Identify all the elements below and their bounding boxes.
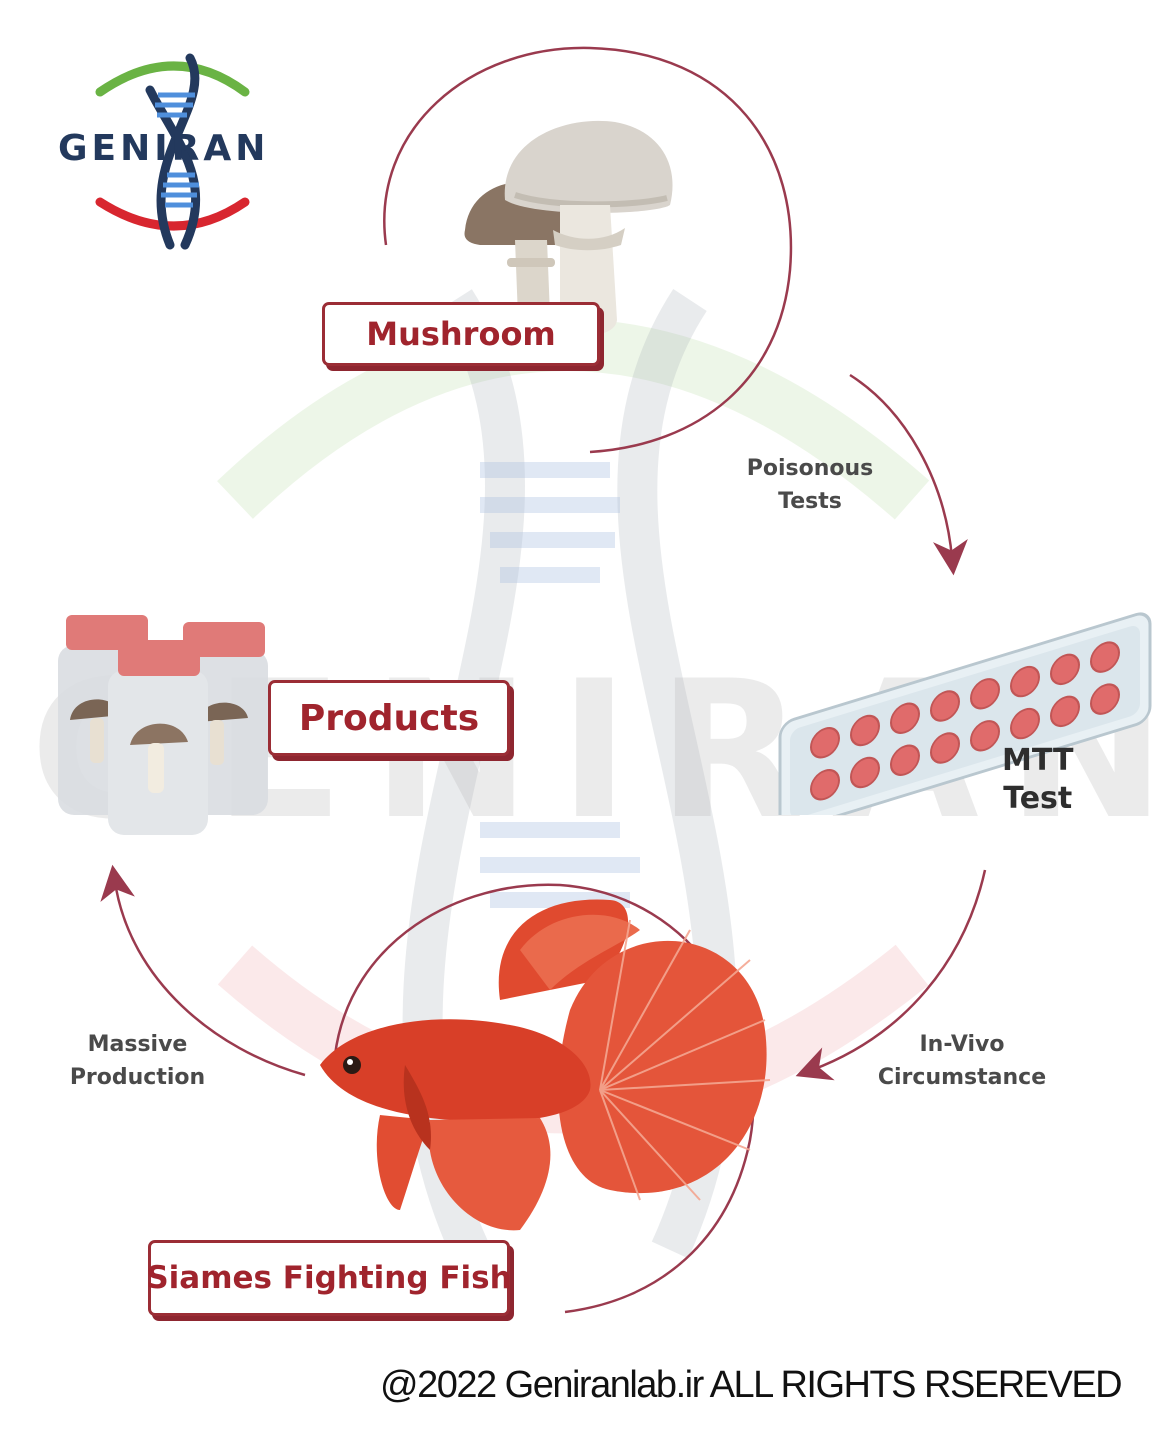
poisonous-tests-arrow [849, 373, 968, 576]
mushroom-circle-arrow [383, 46, 793, 454]
massive-production-label: Massive Production [55, 1028, 220, 1094]
mtt-label-line-1: MTT [1002, 743, 1074, 778]
in-vivo-line-2: Circumstance [877, 1065, 1047, 1090]
massive-production-arrow [100, 864, 306, 1077]
poisonous-tests-label: Poisonous Tests [740, 452, 880, 518]
mushroom-label: Mushroom [322, 302, 600, 366]
mtt-plate-illustration [778, 612, 1152, 815]
poisonous-tests-line-2: Tests [778, 489, 842, 514]
in-vivo-line-1: In-Vivo [919, 1032, 1005, 1057]
fish-label: Siames Fighting Fish [146, 1240, 512, 1316]
geniran-logo-icon [95, 53, 250, 250]
massive-production-line-2: Production [69, 1065, 206, 1090]
products-label: Products [268, 680, 510, 756]
mtt-label-line-2: Test [1003, 781, 1073, 816]
poisonous-tests-line-1: Poisonous [746, 456, 874, 481]
mushroom-illustration [464, 120, 673, 336]
products-jars-illustration [58, 615, 268, 835]
mtt-test-label: MTT Test [1002, 742, 1073, 818]
copyright-text: @2022 Geniranlab.ir ALL RIGHTS RSEREVED [380, 1364, 1123, 1406]
massive-production-line-1: Massive [87, 1032, 188, 1057]
in-vivo-arrow [795, 869, 987, 1081]
betta-fish-illustration [320, 899, 771, 1231]
in-vivo-label: In-Vivo Circumstance [862, 1028, 1062, 1094]
logo-text: GENIRAN [58, 128, 270, 169]
